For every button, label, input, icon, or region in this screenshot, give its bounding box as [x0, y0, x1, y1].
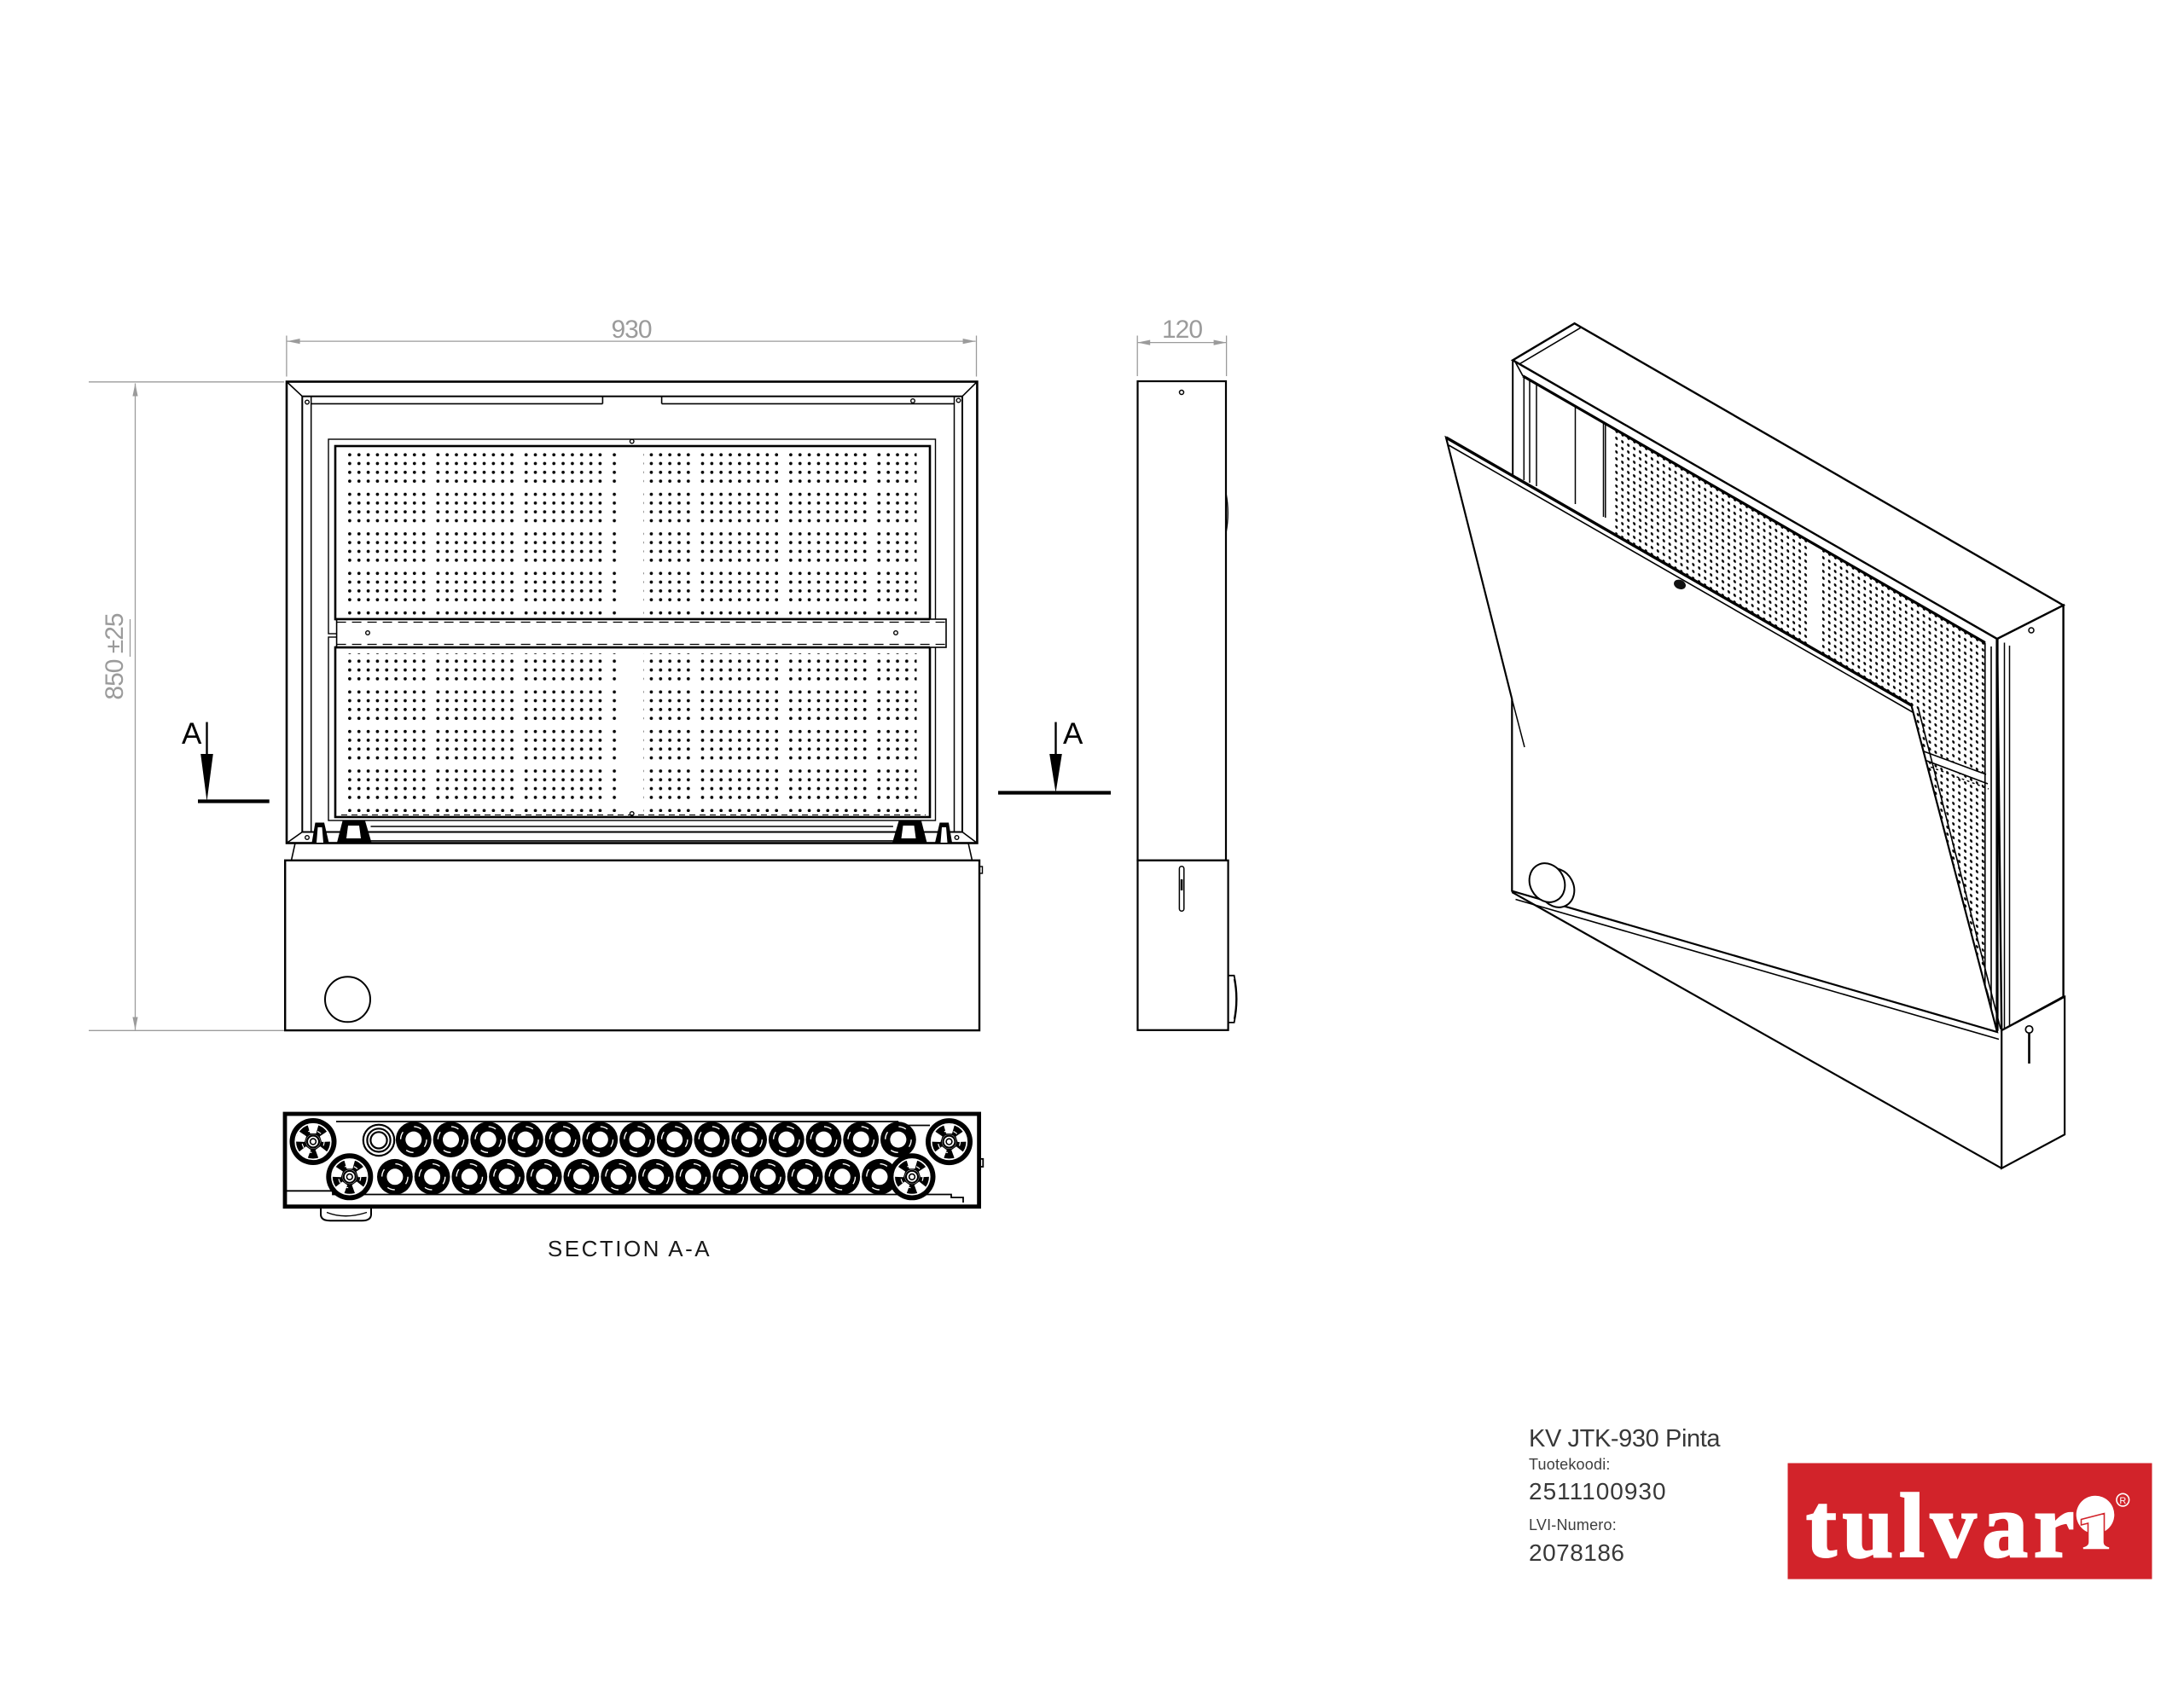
svg-text:LVI-Numero:: LVI-Numero:	[1529, 1516, 1617, 1533]
svg-text:Tuotekoodi:: Tuotekoodi:	[1529, 1456, 1611, 1473]
svg-text:2511100930: 2511100930	[1529, 1478, 1667, 1504]
svg-text:KV JTK-930 Pinta: KV JTK-930 Pinta	[1529, 1425, 1721, 1452]
svg-text:850 ±25: 850 ±25	[101, 613, 129, 700]
svg-text:A: A	[182, 717, 202, 751]
svg-text:2078186: 2078186	[1529, 1539, 1625, 1566]
svg-text:120: 120	[1162, 316, 1202, 344]
svg-text:R: R	[2119, 1496, 2126, 1506]
svg-text:930: 930	[611, 316, 651, 344]
svg-text:SECTION A-A: SECTION A-A	[548, 1236, 712, 1261]
svg-text:A: A	[1063, 717, 1083, 751]
svg-text:tulvar: tulvar	[1806, 1476, 2080, 1577]
